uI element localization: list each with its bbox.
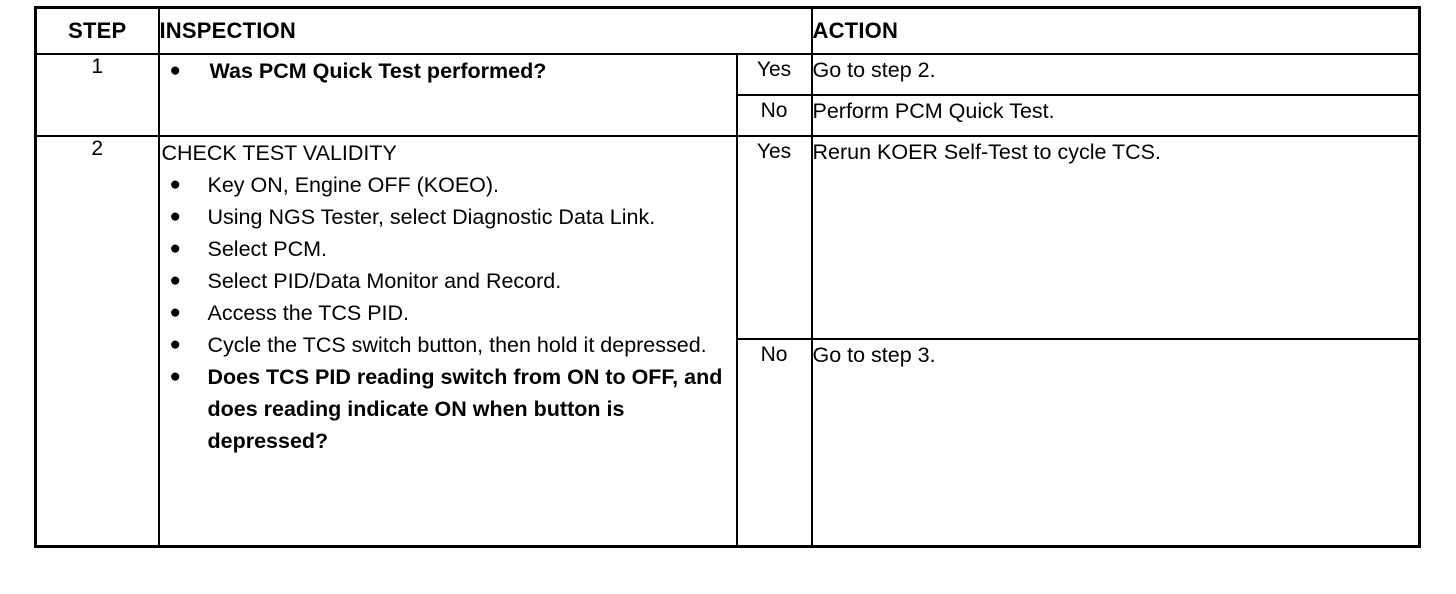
action-text: Perform PCM Quick Test. [812, 98, 1055, 123]
bullet-icon: ● [169, 365, 181, 387]
branch-label-no: No [735, 338, 813, 548]
action-cell-yes: Rerun KOER Self-Test to cycle TCS. [810, 134, 1421, 341]
inspection-item-text: Was PCM Quick Test performed? [209, 59, 547, 83]
inspection-item-text: Does TCS PID reading switch from ON to O… [207, 364, 723, 453]
action-cell-no: Perform PCM Quick Test. [810, 93, 1421, 137]
header-row: STEP INSPECTION ACTION [34, 6, 1421, 55]
inspection-item-text: Select PCM. [207, 236, 327, 261]
list-item: ● Was PCM Quick Test performed? [160, 55, 736, 87]
list-item: ● Cycle the TCS switch button, then hold… [160, 329, 736, 361]
bullet-icon: ● [169, 60, 181, 81]
inspection-cell: CHECK TEST VALIDITY ● Key ON, Engine OFF… [157, 134, 738, 548]
list-item: ● Select PCM. [160, 233, 736, 265]
column-header-step: STEP [34, 6, 160, 55]
branch-label-yes: Yes [735, 134, 813, 341]
bullet-icon: ● [169, 301, 181, 323]
list-item: ● Select PID/Data Monitor and Record. [160, 265, 736, 297]
pinpoint-test-table: STEP INSPECTION ACTION 1 ● Was PCM Quick… [34, 6, 1421, 548]
list-item: ● Does TCS PID reading switch from ON to… [160, 361, 736, 457]
list-item: ● Access the TCS PID. [160, 297, 736, 329]
list-item: ● Using NGS Tester, select Diagnostic Da… [160, 201, 736, 233]
bullet-icon: ● [169, 237, 181, 259]
table-row: 2 CHECK TEST VALIDITY ● Key ON, Engine O… [34, 134, 1421, 548]
action-text: Go to step 2. [812, 58, 936, 82]
action-text: Rerun KOER Self-Test to cycle TCS. [812, 139, 1162, 164]
table-body: 1 ● Was PCM Quick Test performed? Yes Go… [34, 53, 1421, 548]
column-header-inspection: INSPECTION [157, 6, 813, 55]
inspection-item-text: Using NGS Tester, select Diagnostic Data… [207, 204, 656, 229]
table-row: No Perform PCM Quick Test. [36, 93, 1421, 137]
inspection-item-text: Access the TCS PID. [207, 300, 410, 325]
inspection-item-text: Cycle the TCS switch button, then hold i… [207, 332, 707, 357]
inspection-item-text: Select PID/Data Monitor and Record. [207, 268, 562, 293]
bullet-icon: ● [169, 333, 181, 355]
branch-label-no: No [735, 93, 813, 137]
branch-label-yes: Yes [735, 53, 813, 96]
step-number: 1 [34, 53, 160, 137]
table-row: No Go to step 3. [36, 338, 1421, 548]
action-cell-yes: Go to step 2. [810, 53, 1421, 96]
list-item: ● Key ON, Engine OFF (KOEO). [160, 169, 736, 201]
column-header-action: ACTION [810, 6, 1421, 55]
step-number: 2 [34, 134, 160, 548]
bullet-icon: ● [169, 205, 181, 227]
inspection-item-text: Key ON, Engine OFF (KOEO). [207, 172, 500, 197]
inspection-heading: CHECK TEST VALIDITY [161, 140, 397, 165]
inspection-list: ● Was PCM Quick Test performed? [160, 55, 736, 87]
inspection-list: ● Key ON, Engine OFF (KOEO). ● Using NGS… [160, 169, 736, 457]
action-text: Go to step 3. [812, 343, 936, 368]
table-header: STEP INSPECTION ACTION [34, 6, 1421, 55]
bullet-icon: ● [169, 173, 181, 195]
action-cell-no: Go to step 3. [810, 338, 1421, 548]
table-row: 1 ● Was PCM Quick Test performed? Yes Go… [34, 53, 1421, 137]
bullet-icon: ● [169, 269, 181, 291]
inspection-cell: ● Was PCM Quick Test performed? [157, 53, 738, 137]
